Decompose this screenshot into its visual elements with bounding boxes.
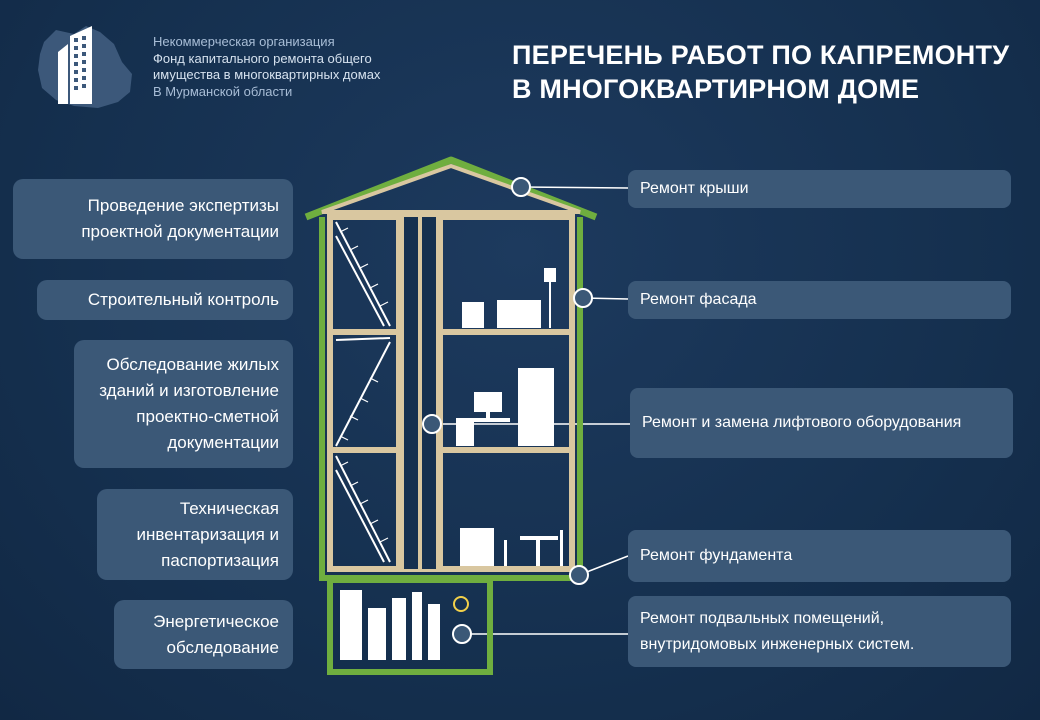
org-line-4: В Мурманской области xyxy=(153,83,293,99)
page-title: ПЕРЕЧЕНЬ РАБОТ ПО КАПРЕМОНТУ В МНОГОКВАР… xyxy=(512,38,1012,106)
left-item-label: Проведение экспертизы проектной документ… xyxy=(81,196,279,241)
right-item-roof: Ремонт крыши xyxy=(628,170,1011,208)
left-item-inventory: Техническая инвентаризация и паспортизац… xyxy=(97,489,293,580)
left-item-energy-audit: Энергетическое обследование xyxy=(114,600,293,669)
right-item-foundation: Ремонт фундамента xyxy=(628,530,1011,582)
title-line-1: ПЕРЕЧЕНЬ РАБОТ ПО КАПРЕМОНТУ xyxy=(512,40,1010,70)
title-line-2: В МНОГОКВАРТИРНОМ ДОМЕ xyxy=(512,74,920,104)
fund-logo-icon xyxy=(38,26,132,108)
left-item-label: Техническая инвентаризация и паспортизац… xyxy=(136,498,279,570)
left-item-label: Строительный контроль xyxy=(87,290,279,309)
org-line-3: имущества в многоквартирных домах xyxy=(153,67,381,82)
right-item-label: Ремонт подвальных помещений, внутридомов… xyxy=(640,609,915,653)
left-item-label: Обследование жилых зданий и изготовление… xyxy=(99,355,279,452)
left-item-expertise: Проведение экспертизы проектной документ… xyxy=(13,179,293,259)
left-item-label: Энергетическое обследование xyxy=(153,611,279,657)
right-item-basement: Ремонт подвальных помещений, внутридомов… xyxy=(628,596,1011,667)
right-item-label: Ремонт и замена лифтового оборудования xyxy=(642,414,962,431)
left-item-construction-control: Строительный контроль xyxy=(37,280,293,320)
right-item-label: Ремонт крыши xyxy=(640,180,749,197)
org-line-1: Некоммерческая организация xyxy=(153,34,335,49)
org-line-2: Фонд капитального ремонта общего xyxy=(153,50,372,66)
organization-name: Некоммерческая организация Фонд капиталь… xyxy=(153,34,483,100)
left-item-inspection: Обследование жилых зданий и изготовление… xyxy=(74,340,293,468)
right-item-facade: Ремонт фасада xyxy=(628,281,1011,319)
right-item-label: Ремонт фундамента xyxy=(640,547,793,564)
right-item-elevator: Ремонт и замена лифтового оборудования xyxy=(630,388,1013,458)
right-item-label: Ремонт фасада xyxy=(640,291,757,308)
